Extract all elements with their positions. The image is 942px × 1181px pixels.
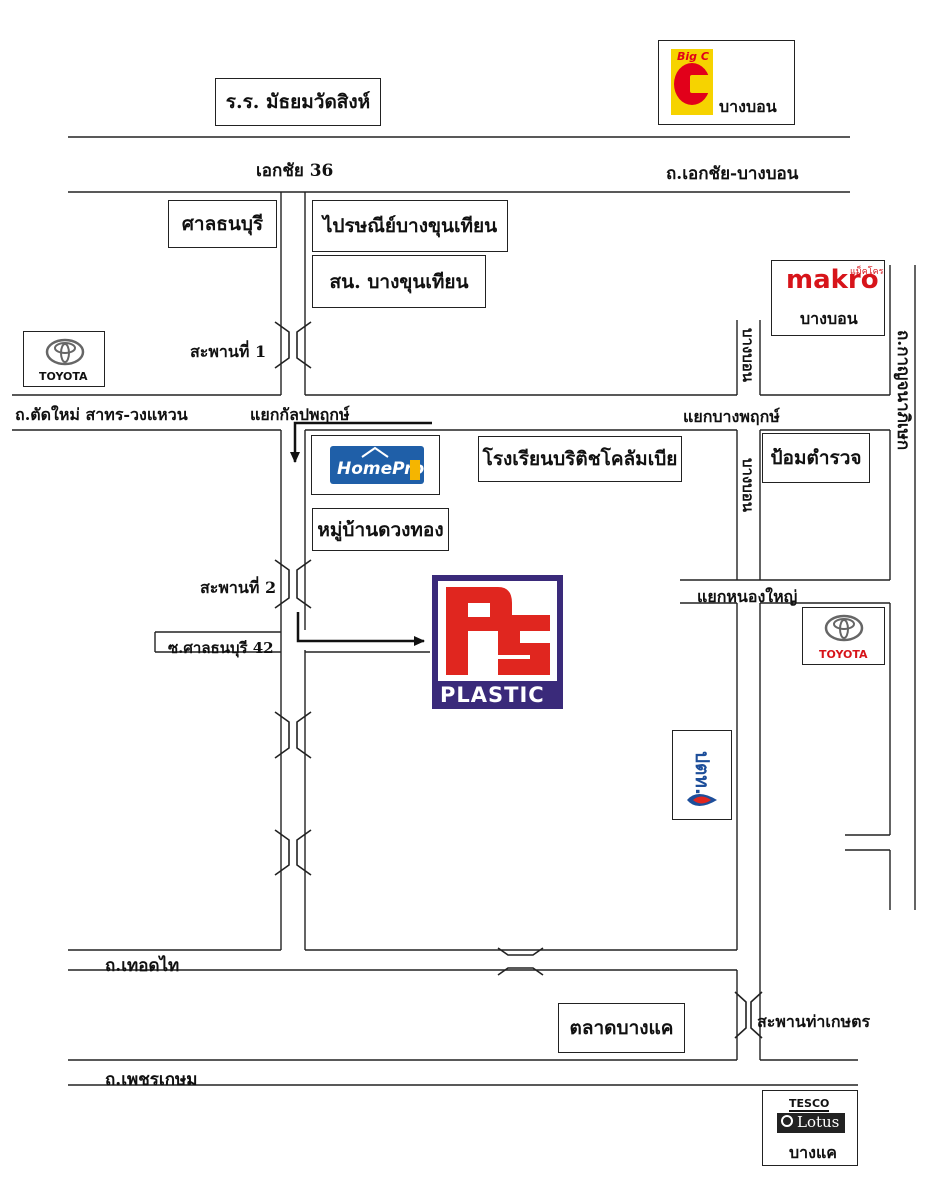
village-label: หมู่บ้านดวงทอง: [317, 518, 444, 541]
bigc-c-shape: [674, 63, 712, 105]
homepro-logo: HomePro: [330, 446, 424, 484]
route-arrows: [290, 421, 432, 646]
toyota-right-text: TOYOTA: [819, 648, 868, 661]
road-lines: [12, 136, 916, 1086]
tesco-branch: บางแค: [789, 1143, 837, 1162]
toyota-left-icon: [45, 338, 85, 366]
tesco-box: TESCO Lotus บางแค: [762, 1090, 858, 1166]
ptt-box: ปตท.: [672, 730, 732, 820]
road-bangbon-v1: บางบอน: [739, 328, 757, 383]
market-box: ตลาดบางแค: [558, 1003, 685, 1053]
ps-plastic-text: PLASTIC: [440, 683, 545, 707]
road-ekachai-bangbon: ถ.เอกชัย-บางบอน: [666, 164, 799, 184]
lotus-logo: Lotus: [777, 1113, 845, 1133]
market-label: ตลาดบางแค: [569, 1017, 674, 1039]
british-school-label: โรงเรียนบริติชโคลัมเบีย: [482, 448, 678, 470]
bigc-logo-text: Big C: [677, 50, 709, 63]
ps-plastic-logo: PLASTIC: [432, 575, 563, 709]
arrow-right: [296, 612, 425, 646]
bridge1-west: [274, 321, 290, 369]
lotus-text: Lotus: [797, 1113, 840, 1131]
road-newcut: ถ.ตัดใหม่ สาทร-วงแหวน: [15, 405, 188, 424]
police-box: ป้อมตำรวจ: [762, 433, 870, 483]
road-soi-sanlathon: ซ.ศาลธนบุรี 42: [168, 639, 274, 657]
village-box: หมู่บ้านดวงทอง: [312, 508, 449, 551]
junction-kanlapaphruek: แยกกัลปพฤกษ์: [250, 405, 350, 424]
ptt-flame-icon: [687, 794, 717, 806]
homepro-text: HomePro: [337, 459, 425, 479]
bridge-thakaset-label: สะพานท่าเกษตร: [757, 1012, 871, 1031]
post-office-label: ไปรษณีย์บางขุนเทียน: [322, 215, 498, 237]
bigc-logo: Big C: [671, 49, 713, 115]
bridge2-label: สะพานที่ 2: [200, 578, 277, 597]
tesco-text: TESCO: [789, 1097, 830, 1112]
bigc-box: Big C บางบอน: [658, 40, 795, 125]
bigc-branch: บางบอน: [719, 97, 777, 116]
arrow-down: [290, 421, 432, 463]
school-label: ร.ร. มัธยมวัดสิงห์: [225, 91, 371, 113]
makro-small-text: แม็คโคร: [850, 267, 884, 277]
homepro-roof-icon: [361, 446, 389, 458]
court-box: ศาลธนบุรี: [168, 200, 277, 248]
road-ekachai36: เอกชัย 36: [256, 161, 334, 181]
bridge-symbols: [274, 321, 763, 1039]
road-thoetthai: ถ.เทอดไท: [105, 956, 180, 976]
bridge2-east: [296, 559, 312, 609]
road-phetkasem: ถ.เพชรเกษม: [105, 1070, 198, 1090]
bridge-thakaset-east: [750, 991, 763, 1039]
homepro-box: HomePro: [311, 435, 440, 495]
british-school-box: โรงเรียนบริติชโคลัมเบีย: [478, 436, 682, 482]
police-box-label: ป้อมตำรวจ: [770, 447, 862, 469]
makro-branch: บางบอน: [800, 309, 858, 328]
road-bangbon-v2: บางบอน: [739, 458, 757, 513]
bridge1-east: [296, 321, 312, 369]
junction-bangphruek: แยกบางพฤกษ์: [683, 407, 780, 426]
makro-box: แม็คโคร makro บางบอน: [771, 260, 885, 336]
toyota-right-icon: [824, 614, 864, 642]
court-label: ศาลธนบุรี: [181, 213, 264, 235]
police-station-label: สน. บางขุนเทียน: [329, 270, 469, 293]
police-station-box: สน. บางขุนเทียน: [312, 255, 486, 308]
school-box: ร.ร. มัธยมวัดสิงห์: [215, 78, 381, 126]
toyota-left-box: TOYOTA: [23, 331, 105, 387]
ps-monogram-icon: [446, 587, 550, 675]
bridge2-west: [274, 559, 290, 609]
makro-logo: makro: [786, 265, 879, 295]
bridge1-label: สะพานที่ 1: [190, 342, 267, 361]
toyota-right-box: TOYOTA: [802, 607, 885, 665]
post-office-box: ไปรษณีย์บางขุนเทียน: [312, 200, 508, 252]
junction-nongyai: แยกหนองใหญ่: [697, 587, 798, 606]
road-kanchanaphisek: ถ.กาญจนาภิเษก: [893, 330, 913, 451]
bridge-thakaset-west: [734, 991, 747, 1039]
toyota-left-text: TOYOTA: [39, 370, 88, 383]
lotus-icon: [781, 1115, 793, 1127]
